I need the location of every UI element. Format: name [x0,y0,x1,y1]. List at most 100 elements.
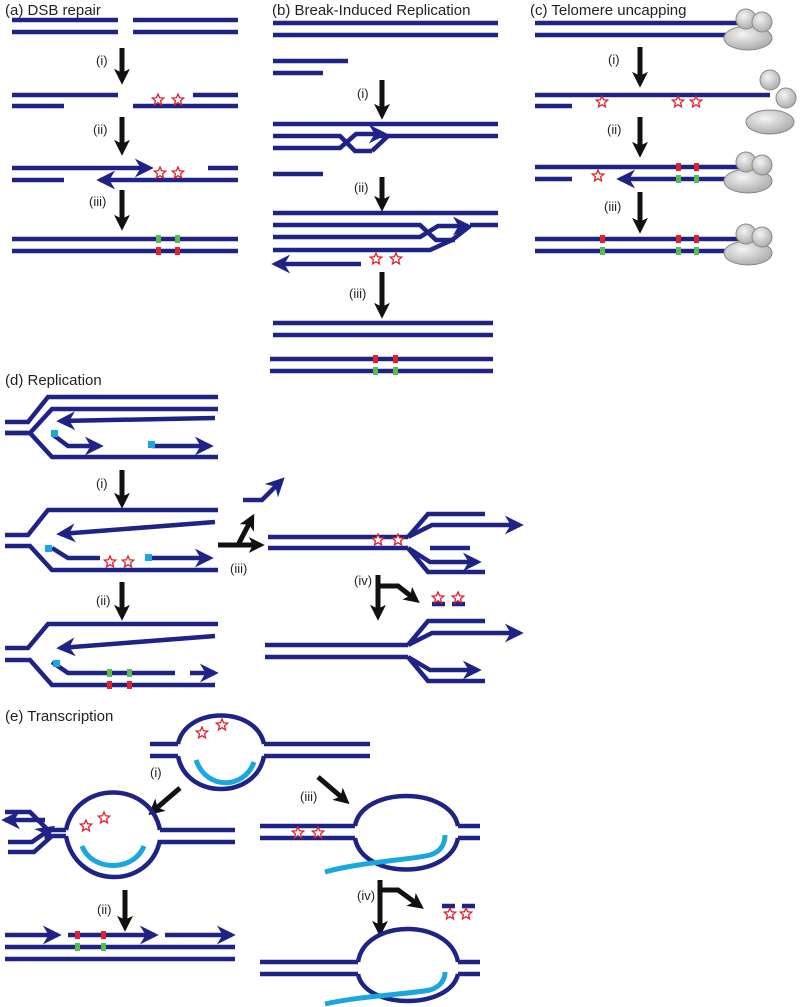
mismatch-green [175,235,180,243]
mismatch-red [101,931,106,939]
rna-transcript [79,844,147,868]
rna-transcript [193,759,257,786]
cap-protein-complex [723,223,773,266]
step-label: (ii) [96,593,110,608]
leading-strand-synthesis [50,432,104,456]
step-label: (iii) [230,561,247,576]
step-label: (i) [96,476,108,491]
mismatch-red [373,355,378,363]
dna-strand [8,833,66,855]
step-label: (iv) [357,888,375,903]
mismatch-green [156,235,161,243]
mismatch-green [393,367,398,375]
mismatch-red [156,247,161,255]
dna-strand-synthesis [406,515,524,540]
damage-star [152,165,168,180]
step-label: (iii) [89,194,106,209]
panel-a-dsb-repair: (a) DSB repair (i) (ii) (iii) [5,2,238,254]
transcription-bubble-bottom [63,835,163,880]
damage-star [170,92,186,107]
step-label: (ii) [354,180,368,195]
transcription-bubble-top [355,926,461,963]
damage-star [102,554,118,569]
transcription-bubble-bottom [175,755,267,792]
mismatch-green [694,175,699,183]
damage-star [214,717,230,732]
damage-star [170,165,186,180]
mismatch-red [694,235,699,243]
step-label: (iv) [354,573,372,588]
dna-strand-synthesis [406,623,524,648]
cap-protein-dissociated [745,69,797,135]
damage-star [150,92,166,107]
damage-star [390,532,406,547]
transcription-bubble-top [63,790,163,831]
damage-star [594,94,610,109]
telomere-cap-proteins [723,8,797,266]
dna-strand [5,394,218,425]
damage-star [310,825,326,840]
step-label: (i) [357,86,369,101]
step-arrow [148,786,182,816]
dna-strand [5,657,215,688]
mismatch-green [694,247,699,255]
primer [148,441,155,448]
cap-protein-complex [723,151,773,194]
primer [53,660,60,667]
mismatch-green [676,247,681,255]
step-arrow [218,513,255,548]
transcription-bubble-top [352,793,461,827]
panel-d-title: (d) Replication [5,372,102,389]
mismatch-red [694,163,699,171]
dna-strand [5,621,218,651]
dna-strand [370,134,390,153]
step-label: (i) [150,765,162,780]
dna-strand [5,809,66,833]
mismatch-red [175,247,180,255]
panel-c-telomere-uncapping: (c) Telomere uncapping (i) (ii) (iii) [530,2,770,254]
damage-star [670,94,686,109]
damage-star [78,818,94,833]
dna-strand-synthesis [8,825,56,845]
lagging-strand-synthesis [56,519,216,543]
mismatch-green [101,943,106,951]
rna-transcript-hybrid [324,834,448,875]
dna-strand [5,507,218,538]
mismatch-green [676,175,681,183]
leading-strand [50,660,175,676]
dna-strand [5,543,218,573]
mismatch-red [107,681,112,689]
step-label: (ii) [97,902,111,917]
dna-damage-stars [78,92,704,921]
step-label: (ii) [93,122,107,137]
transcription-bubble-bottom [352,837,461,872]
mismatch-green [600,247,605,255]
damage-star [458,906,474,921]
damage-star [442,906,458,921]
leading-strand [50,546,100,561]
damage-star [368,251,384,266]
lagging-strand-synthesis [56,411,216,431]
mismatch-green [373,367,378,375]
mismatch-red [127,681,132,689]
damage-star [370,532,386,547]
primer [45,545,52,552]
dna-strand-invading [273,124,388,151]
dna-strand [406,655,485,684]
mismatch-green [127,669,132,677]
step-arrow [316,775,350,805]
mismatch-red [676,163,681,171]
primer [51,430,58,437]
dna-strand-synthesis [406,655,482,680]
dna-strand [406,511,485,539]
mismatch-marks [75,163,699,951]
dna-strand [406,618,485,647]
mismatch-red [600,235,605,243]
transcription-bubble-top [175,713,267,745]
mismatch-red [75,931,80,939]
step-label: (ii) [607,122,621,137]
panel-c-title: (c) Telomere uncapping [530,2,686,19]
damage-star [590,168,606,183]
dna-strand [5,430,218,460]
